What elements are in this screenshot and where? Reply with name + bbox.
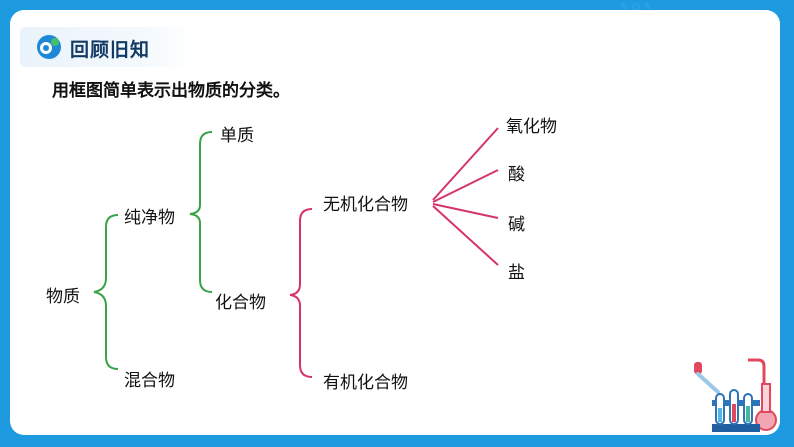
app-logo-icon [37,35,61,59]
node-compound: 化合物 [215,293,266,313]
node-element: 单质 [220,126,254,146]
compound-bracket [289,208,313,378]
node-organic-compound: 有机化合物 [323,373,408,393]
lab-test-tubes-icon [694,358,777,432]
node-mixture: 混合物 [124,371,175,391]
fan-line-acid [432,169,499,203]
header-bar: 回顾旧知 [20,27,196,67]
node-oxide: 氧化物 [506,117,557,137]
pure-bracket [189,131,213,293]
node-salt: 盐 [508,263,525,283]
instruction-text: 用框图简单表示出物质的分类。 [52,81,290,101]
fan-line-base [432,203,499,219]
node-pure-substance: 纯净物 [124,208,175,228]
header-title: 回顾旧知 [70,39,151,61]
node-inorganic-compound: 无机化合物 [323,195,408,215]
node-base: 碱 [508,215,525,235]
classification-brackets [93,127,499,378]
slide-card: 回顾旧知 用框图简单表示出物质的分类。 物质 纯净物 混合物 单质 化合物 无机… [10,10,780,435]
fan-line-salt [432,205,499,266]
root-bracket [93,214,119,370]
node-acid: 酸 [508,165,525,185]
node-root: 物质 [46,287,80,307]
fan-line-oxide [432,127,499,201]
